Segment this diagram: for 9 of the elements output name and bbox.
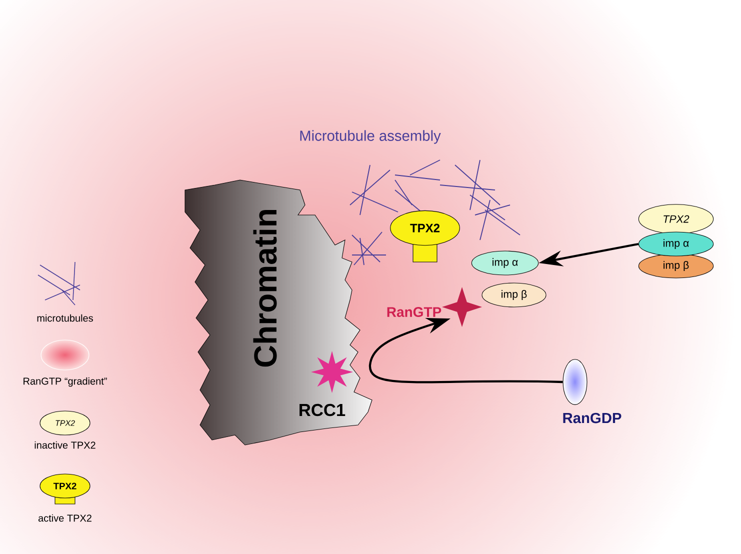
arrow xyxy=(368,318,563,384)
heading: Microtubule assembly xyxy=(300,130,441,144)
name-label: RanGTP xyxy=(387,307,442,317)
legend-text: active TPX2 xyxy=(38,514,92,522)
legend-text: inactive TPX2 xyxy=(34,441,96,449)
legend-text: microtubules xyxy=(37,314,93,322)
name-label: RanGDP xyxy=(563,412,622,424)
name-label: RCC1 xyxy=(300,404,346,416)
legend-text: RanGTP “gradient” xyxy=(24,377,107,387)
